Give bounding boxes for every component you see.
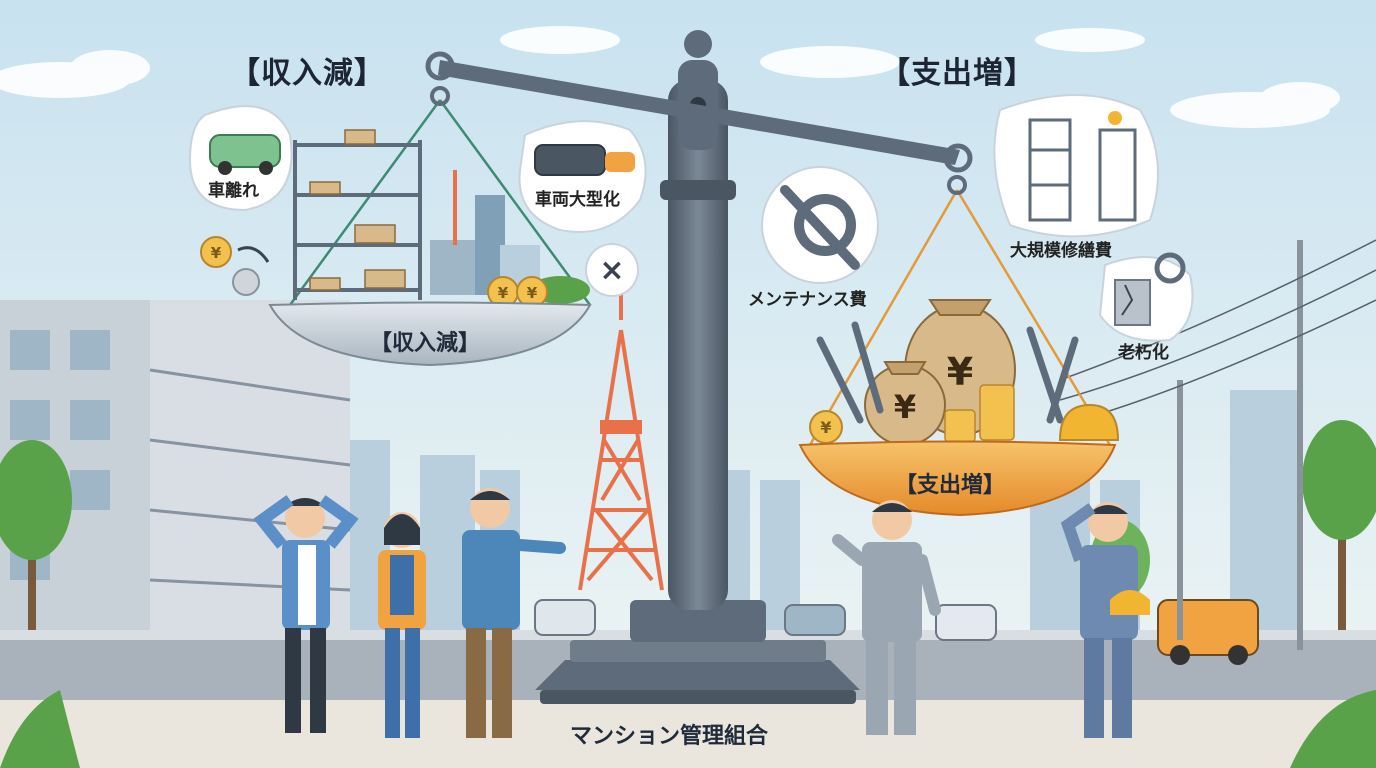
left-pan-coin-symbol-1: ¥ [498, 284, 509, 302]
tower-deck [600, 420, 642, 434]
right-pan-label: 【支出増】 [895, 473, 1006, 498]
scale-collar [660, 180, 736, 200]
resident-1 [253, 495, 359, 733]
parking-structure [293, 140, 422, 300]
hard-hat [1058, 403, 1120, 441]
scale-pole [668, 80, 728, 610]
clouds [0, 26, 1340, 128]
scale-beam [438, 60, 960, 165]
expense-increase-heading: 【支出増】 [880, 56, 1035, 91]
bubble-car-abandonment [188, 105, 293, 212]
bubble-maintenance [761, 166, 879, 284]
right-pan-ropes [808, 189, 1112, 446]
bubble-major-repair [993, 94, 1159, 238]
x-mark: × [599, 253, 624, 288]
major-repair-cost-label: 大規模修繕費 [1010, 241, 1112, 261]
power-lines [1059, 239, 1376, 421]
bubble-vehicle-upsizing [518, 120, 647, 233]
small-bag-yen: ¥ [894, 388, 916, 426]
left-pan-coin-symbol-2: ¥ [527, 284, 538, 302]
left-pan [268, 301, 592, 367]
income-decrease-heading: 【収入減】 [230, 56, 385, 91]
foreground-plants [0, 690, 1376, 768]
tokyo-tower [578, 290, 664, 591]
left-pan-hook [430, 86, 450, 106]
left-pan-label: 【収入減】 [370, 331, 481, 356]
scale-base [535, 600, 860, 704]
road-cars [534, 599, 1259, 665]
falling-coins [200, 236, 270, 296]
bubble-aging [1098, 252, 1194, 342]
field-worker [1060, 502, 1150, 738]
falling-coin-yen: ¥ [211, 244, 222, 262]
big-bag-yen: ¥ [947, 350, 973, 394]
resident-3 [462, 488, 566, 738]
resident-2 [378, 512, 426, 738]
loose-coin-yen: ¥ [820, 418, 831, 437]
vehicle-upsizing-label: 車両大型化 [535, 190, 620, 210]
utility-pole [1177, 240, 1303, 650]
car-abandonment-label: 車離れ [208, 181, 259, 201]
right-pan-hook [947, 175, 967, 195]
right-beam-ring [943, 143, 973, 173]
scale-top-knob [684, 30, 712, 58]
coin-stacks [944, 384, 1015, 443]
parking-boxes [309, 129, 406, 291]
left-pan-ropes [288, 99, 592, 306]
maintenance-cost-label: メンテナンス費 [748, 290, 867, 310]
left-beam-ring [425, 51, 455, 81]
aging-label: 老朽化 [1118, 343, 1169, 363]
tools [816, 321, 1079, 424]
manager-worker [832, 500, 941, 735]
condo-management-association-label: マンション管理組合 [570, 724, 769, 749]
x-mark-bubble [585, 243, 639, 297]
right-pan [798, 440, 1117, 517]
